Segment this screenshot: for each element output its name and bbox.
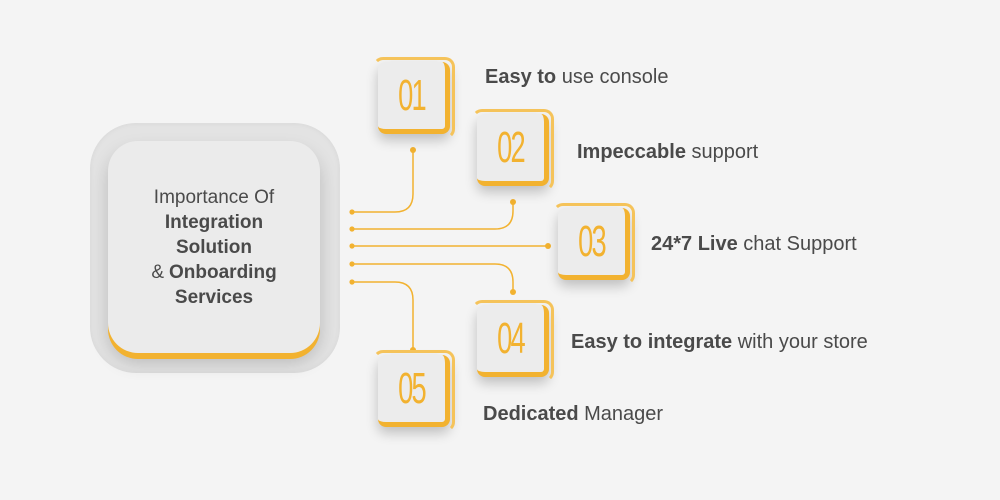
item-label-04: Easy to integrate with your store xyxy=(571,331,868,354)
number-box-03: 03 xyxy=(553,203,635,285)
hub-title-line: Integration xyxy=(164,211,264,233)
item-label-rest: Manager xyxy=(578,403,664,425)
hub-title-text: Onboarding xyxy=(169,261,277,283)
item-label-bold: Easy to integrate xyxy=(571,331,733,353)
connector-dot xyxy=(349,209,355,215)
hub-card: Importance Of Integration Solution &Onbo… xyxy=(108,141,320,353)
connector-01 xyxy=(352,150,414,213)
number-label: 01 xyxy=(398,70,426,120)
hub-title-line: Services xyxy=(174,286,254,308)
item-label-01: Easy to use console xyxy=(485,66,668,89)
hub-ampersand: & xyxy=(151,261,165,283)
connector-dot xyxy=(349,279,355,285)
item-label-02: Impeccable support xyxy=(577,141,758,164)
connector-05 xyxy=(352,281,414,350)
connector-dot xyxy=(349,243,355,249)
connector-dot xyxy=(349,261,355,267)
number-box-01: 01 xyxy=(373,57,455,139)
item-label-bold: 24*7 Live xyxy=(651,233,738,255)
item-label-rest: chat Support xyxy=(737,233,857,255)
number-label: 04 xyxy=(497,313,525,363)
item-label-rest: with your store xyxy=(732,331,868,353)
connector-endpoint xyxy=(510,199,516,205)
item-label-05: Dedicated Manager xyxy=(483,403,663,426)
number-box-04: 04 xyxy=(472,300,554,382)
item-label-03: 24*7 Live chat Support xyxy=(651,233,857,256)
connector-endpoint xyxy=(510,289,516,295)
connector-endpoint xyxy=(410,147,416,153)
item-label-bold: Dedicated xyxy=(483,403,579,425)
number-label: 02 xyxy=(497,122,525,172)
number-box-02: 02 xyxy=(472,109,554,191)
hub-title-line: Importance Of xyxy=(153,186,275,208)
connector-endpoint xyxy=(410,347,416,353)
item-label-rest: use console xyxy=(556,66,669,88)
item-label-bold: Easy to xyxy=(485,66,557,88)
connector-endpoint xyxy=(545,243,551,249)
hub-title-line: &Onboarding xyxy=(151,260,276,285)
item-label-rest: support xyxy=(685,141,759,163)
number-label: 05 xyxy=(398,363,426,413)
item-label-bold: Impeccable xyxy=(577,141,686,163)
number-label: 03 xyxy=(578,216,606,266)
connector-02 xyxy=(352,202,514,230)
number-box-05: 05 xyxy=(373,350,455,432)
hub-title-line: Solution xyxy=(176,236,252,258)
connector-dot xyxy=(349,226,355,232)
connector-04 xyxy=(352,263,514,292)
